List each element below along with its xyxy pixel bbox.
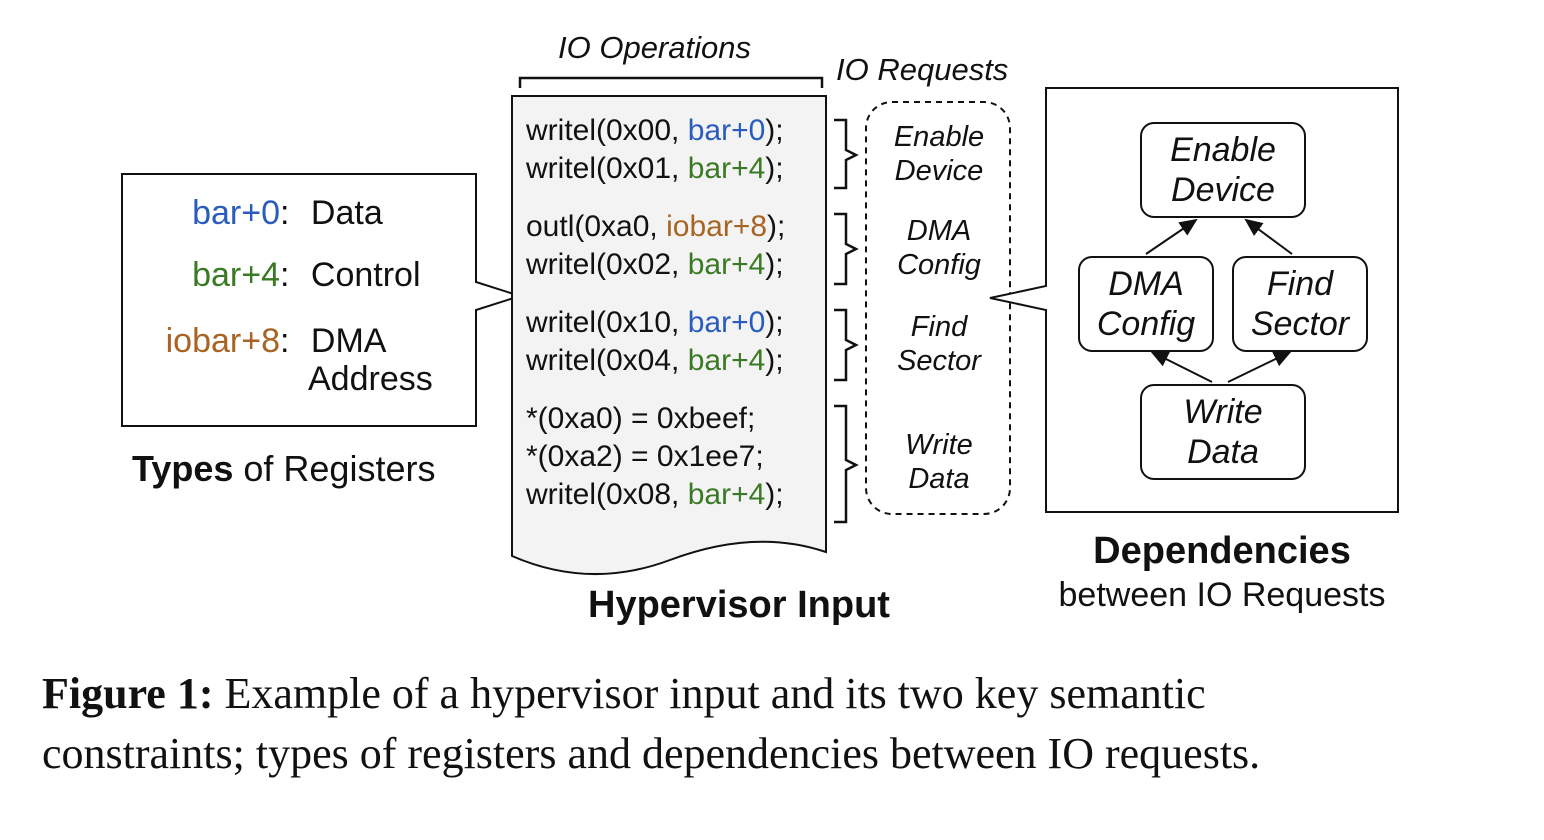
register-row: iobar+8: DMA (130, 322, 387, 361)
io-operations-label: IO Operations (558, 30, 751, 65)
code-line: writel(0x00, bar+0); (526, 114, 784, 147)
bracket-dma-config (834, 212, 859, 286)
figure-caption-line2: constraints; types of registers and depe… (42, 729, 1261, 778)
register-desc: Control (310, 256, 421, 294)
hypervisor-input-label: Hypervisor Input (588, 584, 890, 626)
register-row: bar+4: Control (130, 256, 421, 295)
io-requests-label: IO Requests (836, 52, 1009, 87)
bracket-find-sector (834, 308, 859, 382)
register-name: bar+0 (192, 194, 280, 232)
arrow-find-to-enable (1244, 218, 1293, 255)
bracket-enable-device (834, 118, 859, 190)
code-line: writel(0x01, bar+4); (526, 152, 784, 185)
arrow-write-to-dma (1150, 351, 1213, 383)
code-line: *(0xa2) = 0x1ee7; (526, 440, 764, 473)
bracket-write-data (834, 404, 859, 524)
figure-label: Figure 1: (42, 669, 214, 718)
code-line: writel(0x02, bar+4); (526, 248, 784, 281)
dependencies-title: Dependencies (1093, 530, 1351, 572)
registers-callout-box (121, 173, 524, 427)
code-block: writel(0x00, bar+0); writel(0x01, bar+4)… (526, 112, 785, 514)
node-find-sector: Find Sector (1232, 256, 1368, 352)
code-line: writel(0x04, bar+4); (526, 344, 784, 377)
dependencies-subtitle: between IO Requests (1058, 576, 1386, 614)
types-bold: Types (132, 448, 234, 489)
io-operations-brace (518, 76, 824, 88)
register-colon: : (280, 256, 290, 294)
arrow-write-to-find (1227, 351, 1292, 383)
code-line: writel(0x08, bar+4); (526, 478, 784, 511)
register-colon: : (280, 194, 290, 232)
types-rest: of Registers (233, 448, 436, 489)
code-line: writel(0x10, bar+0); (526, 306, 784, 339)
code-line: outl(0xa0, iobar+8); (526, 210, 786, 243)
register-row: bar+0: Data (130, 194, 383, 233)
register-colon: : (280, 322, 290, 360)
hypervisor-input-document (511, 95, 827, 576)
types-of-registers-label: Types of Registers (132, 448, 435, 490)
io-requests-dashed-box (865, 101, 1011, 515)
figure-caption-line1: Figure 1: Example of a hypervisor input … (42, 669, 1206, 718)
register-desc: DMA (310, 322, 387, 360)
node-dma-config: DMA Config (1078, 256, 1214, 352)
register-desc-continued: Address (308, 360, 433, 398)
code-line: *(0xa0) = 0xbeef; (526, 402, 756, 435)
arrow-dma-to-enable (1145, 218, 1198, 255)
register-desc: Data (310, 194, 383, 232)
register-name: iobar+8 (165, 322, 280, 360)
node-write-data: Write Data (1140, 384, 1306, 480)
register-name: bar+4 (192, 256, 280, 294)
node-enable-device: Enable Device (1140, 122, 1306, 218)
